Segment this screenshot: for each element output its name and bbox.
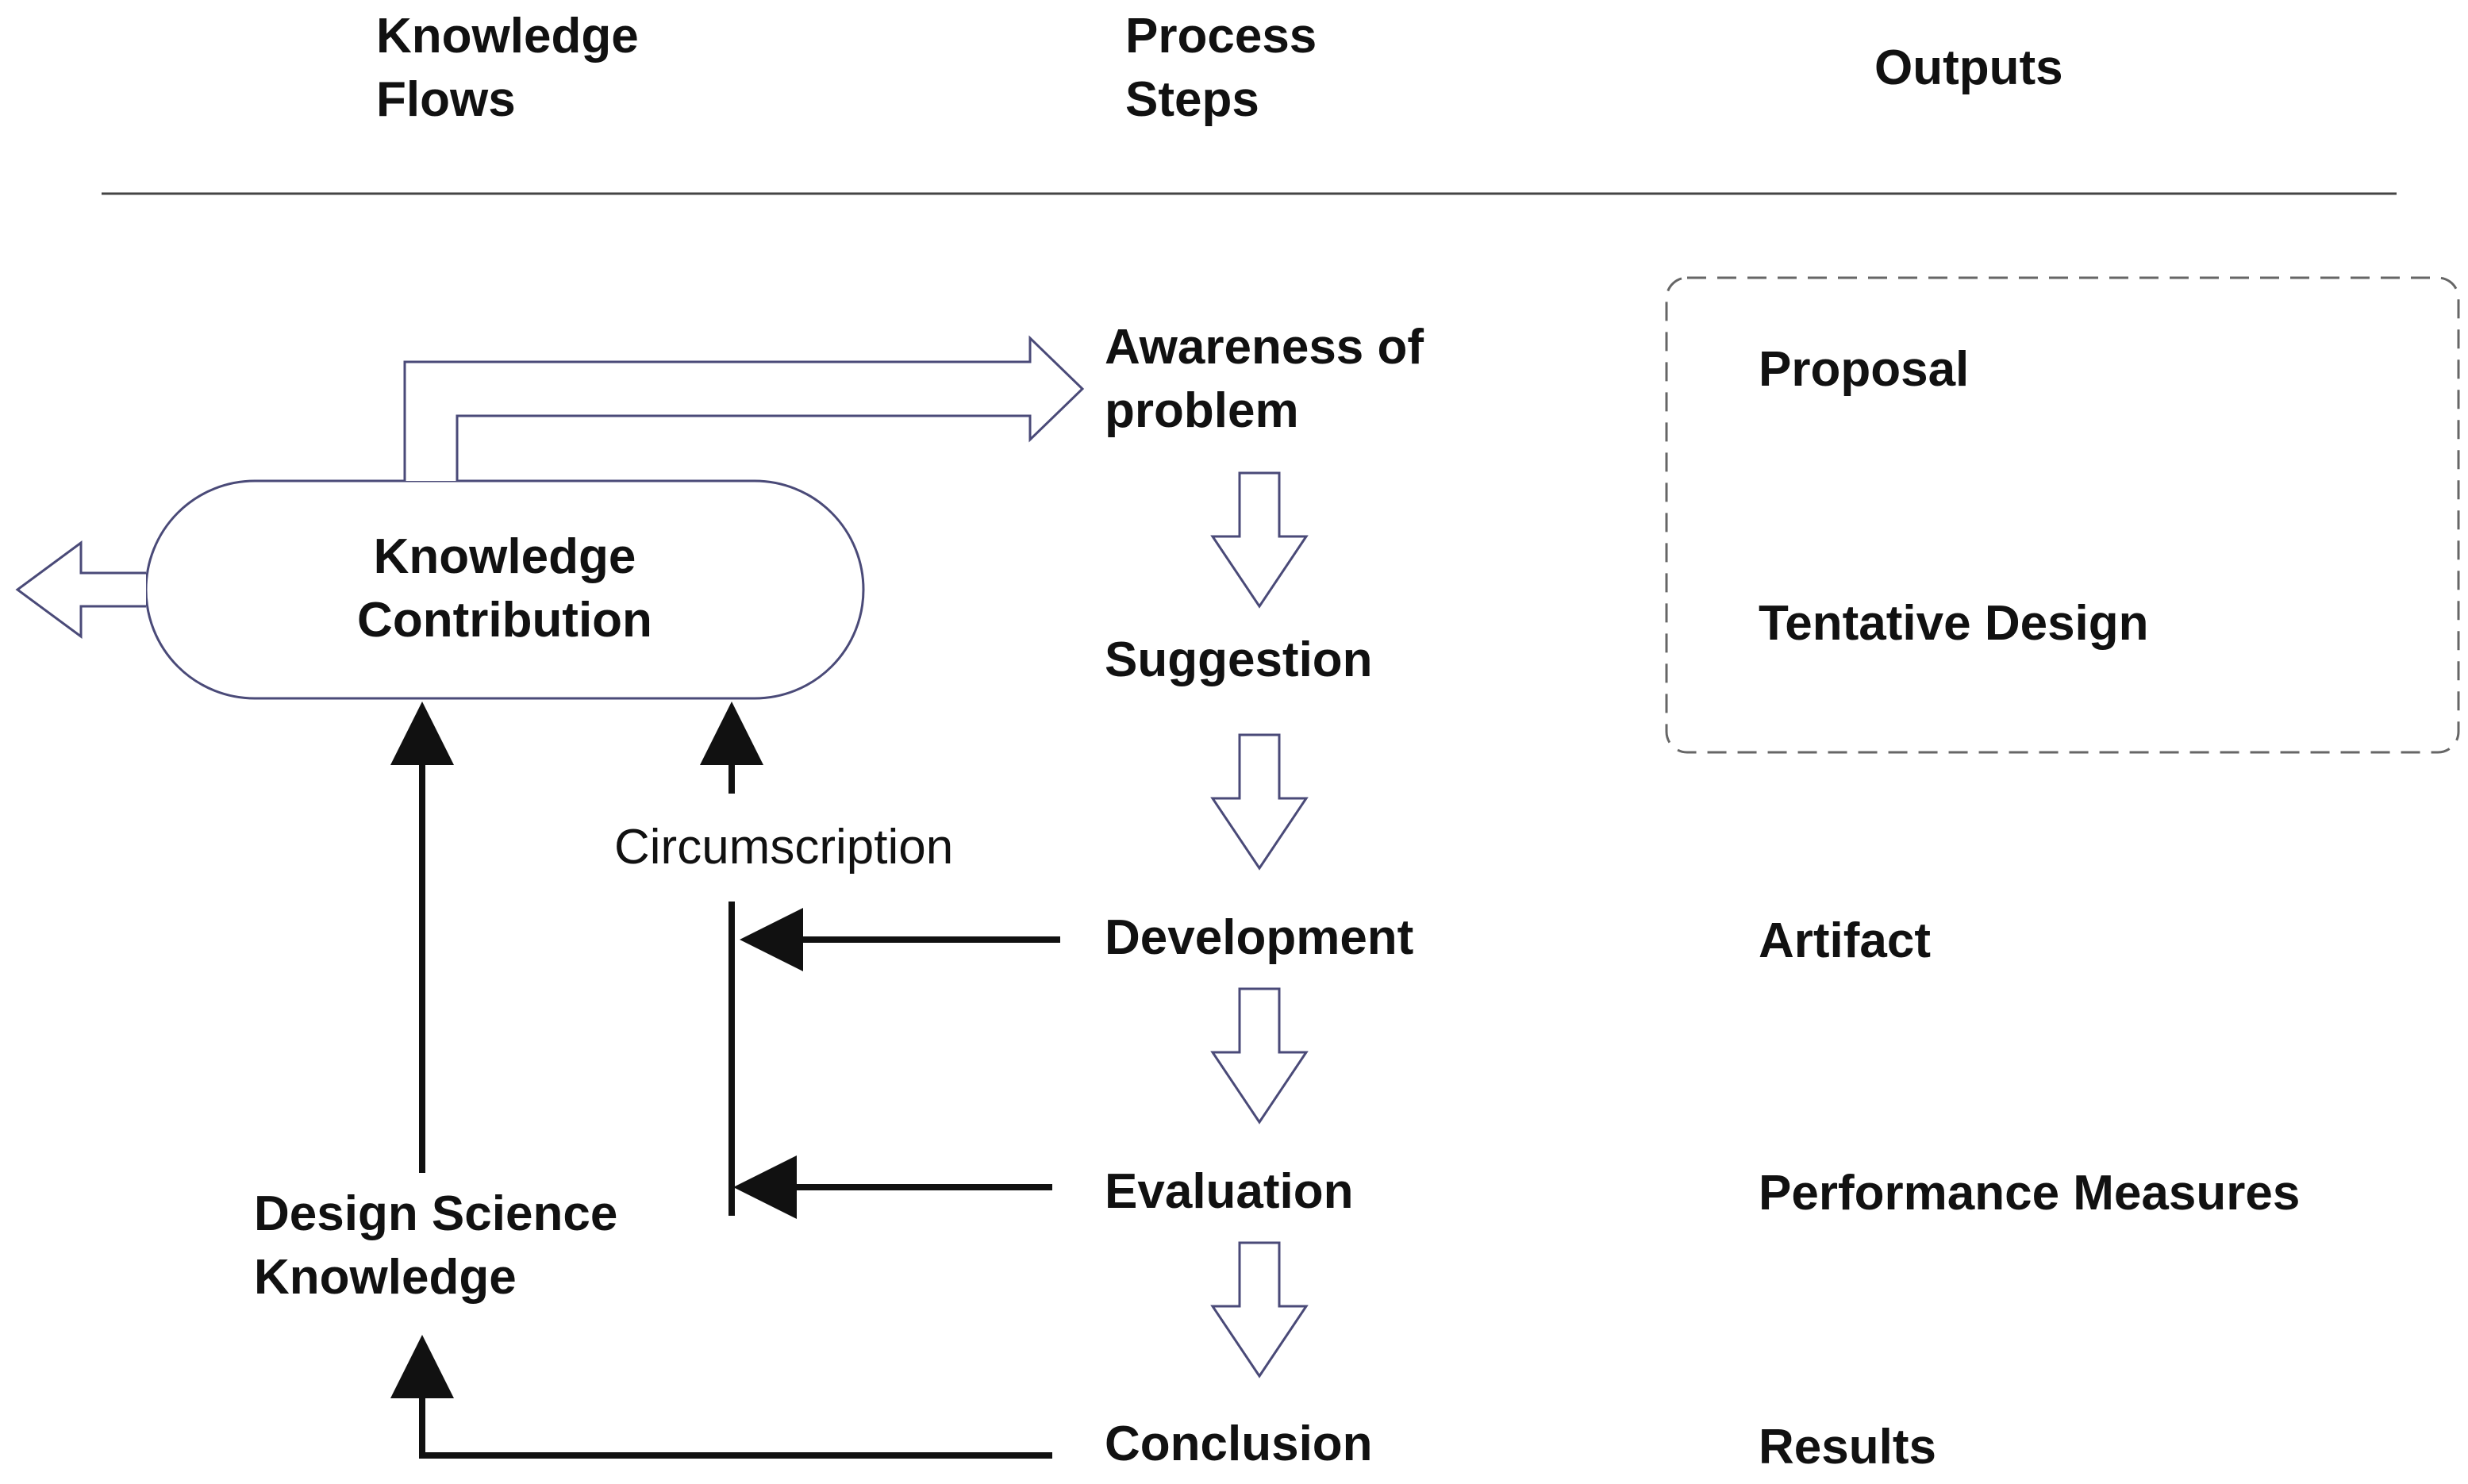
down-arrow-1 xyxy=(1210,471,1309,609)
output-performance-measures: Performance Measures xyxy=(1759,1166,2301,1221)
header-process-steps: Process Steps xyxy=(1125,9,1317,127)
step-conclusion: Conclusion xyxy=(1105,1417,1373,1471)
step-suggestion: Suggestion xyxy=(1105,632,1373,687)
proposal-design-dashed-box xyxy=(1665,276,2460,754)
output-artifact: Artifact xyxy=(1759,913,1932,968)
step-development: Development xyxy=(1105,910,1414,965)
process-down-arrows xyxy=(1210,471,1309,1378)
header-knowledge-flows: Knowledge Flows xyxy=(376,9,639,127)
output-tentative-design: Tentative Design xyxy=(1759,596,2149,651)
down-arrow-4 xyxy=(1210,1241,1309,1378)
hollow-arrow-left-out xyxy=(15,540,146,639)
design-science-knowledge-label: Design Science Knowledge xyxy=(254,1186,618,1305)
hollow-arrow-to-awareness xyxy=(403,335,1085,481)
conclusion-to-dsk-arrow xyxy=(390,1335,1052,1459)
step-evaluation: Evaluation xyxy=(1105,1164,1354,1219)
knowledge-contribution-label: Knowledge Contribution xyxy=(357,529,652,648)
knowledge-flow-arrows xyxy=(390,702,1060,1459)
down-arrow-2 xyxy=(1210,733,1309,871)
output-results: Results xyxy=(1759,1420,1936,1474)
step-awareness-of-problem: Awareness of problem xyxy=(1105,320,1424,438)
header-outputs: Outputs xyxy=(1874,40,2063,95)
circumscription-label: Circumscription xyxy=(614,820,954,875)
output-proposal: Proposal xyxy=(1759,342,1970,397)
down-arrow-3 xyxy=(1210,987,1309,1125)
